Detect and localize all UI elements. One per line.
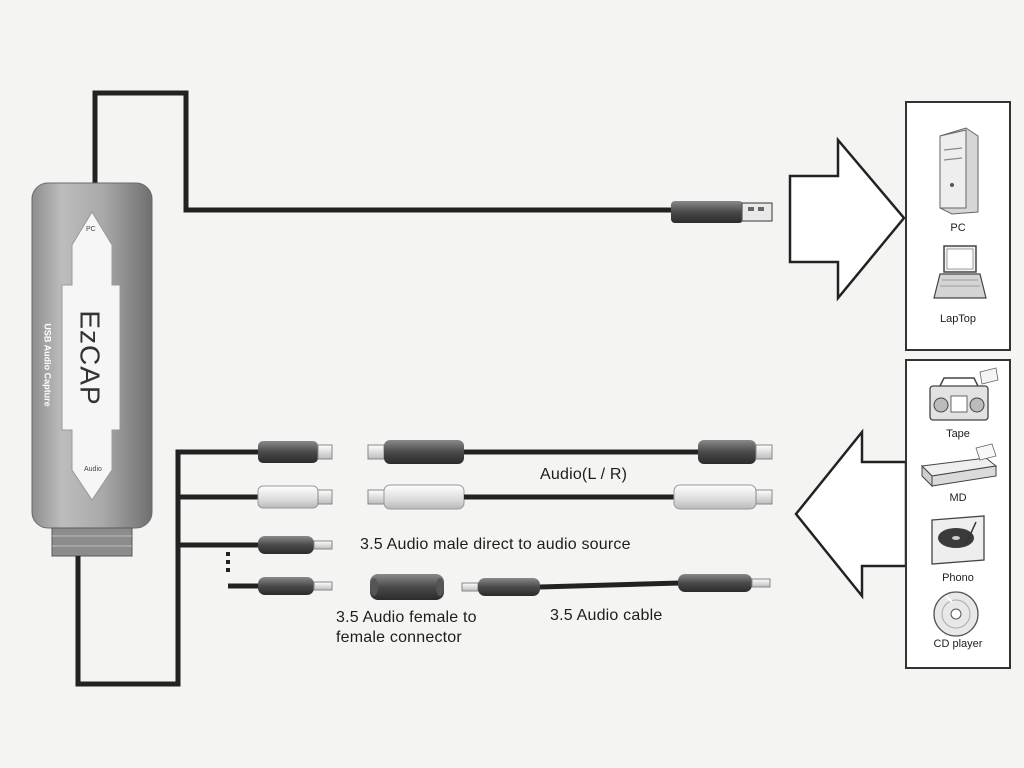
male-direct-label: 3.5 Audio male direct to audio source bbox=[360, 536, 631, 553]
turntable-icon bbox=[931, 515, 985, 565]
cd-disc-icon bbox=[933, 591, 979, 637]
audio-lr-label: Audio(L / R) bbox=[540, 466, 628, 483]
boombox-icon bbox=[929, 367, 999, 421]
device-bottom-mark: Audio bbox=[84, 466, 102, 473]
usb-cable bbox=[92, 90, 773, 223]
audio-35-cable bbox=[461, 574, 771, 596]
computer-label-pc: PC bbox=[950, 222, 966, 234]
source-label-phono: Phono bbox=[942, 572, 974, 584]
desktop-tower-icon bbox=[939, 127, 979, 215]
device-rca-red-plug bbox=[258, 441, 333, 463]
device-brand-label: EzCAP bbox=[75, 310, 106, 406]
female-female-connector bbox=[370, 574, 444, 600]
arrow-to-computer bbox=[788, 136, 906, 302]
computer-label-laptop: LapTop bbox=[939, 313, 977, 325]
ezcap-device bbox=[31, 182, 153, 557]
md-player-icon bbox=[920, 443, 998, 488]
laptop-icon bbox=[933, 245, 987, 299]
device-35-plug-bottom bbox=[258, 577, 333, 595]
audio-bus-cable bbox=[75, 449, 258, 687]
device-35-plug-top bbox=[258, 536, 333, 554]
arrow-from-sources bbox=[794, 428, 908, 600]
source-label-tape: Tape bbox=[946, 428, 970, 440]
device-subtitle-label: USB Audio Capture bbox=[43, 323, 54, 407]
device-top-mark: PC bbox=[86, 226, 96, 233]
audio-cable-label: 3.5 Audio cable bbox=[550, 607, 663, 624]
rca-cable-white bbox=[367, 484, 773, 510]
source-label-md: MD bbox=[949, 492, 967, 504]
female-connector-label-line1: 3.5 Audio female to bbox=[336, 609, 477, 626]
device-rca-white-plug bbox=[257, 485, 333, 509]
female-connector-label-line2: female connector bbox=[336, 629, 462, 646]
source-label-cd-player: CD player bbox=[933, 638, 983, 650]
rca-cable-red bbox=[367, 440, 773, 464]
